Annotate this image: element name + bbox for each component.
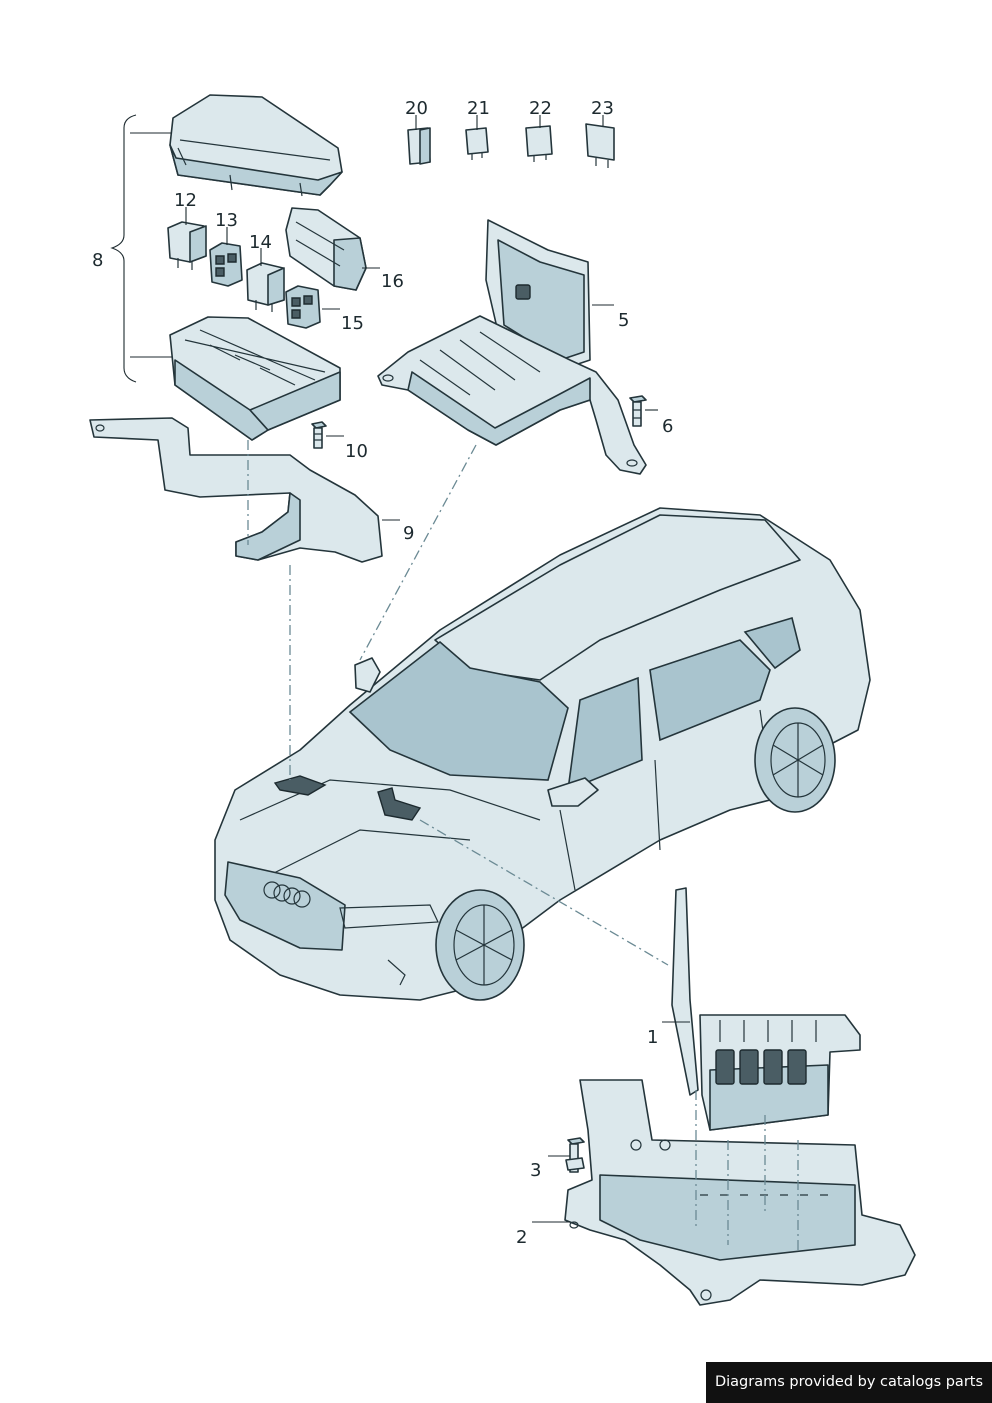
callout-23: 23	[591, 98, 614, 119]
rear-wheel	[754, 707, 836, 813]
callout-12: 12	[174, 190, 197, 211]
callout-13: 13	[215, 210, 238, 231]
relay-socket-13	[209, 242, 243, 287]
callout-14: 14	[249, 232, 272, 253]
fuse-box-cover	[169, 94, 343, 197]
tray-2	[564, 1079, 916, 1306]
footer-credit: Diagrams provided by catalogs parts	[706, 1362, 992, 1403]
relay-12	[167, 221, 207, 270]
car-illustration	[214, 507, 871, 1001]
fuse-box-housing	[169, 316, 341, 441]
callout-3: 3	[530, 1160, 541, 1181]
fuse-23	[585, 123, 615, 168]
callout-labels: 1 2 3 5 6 8 9 10 12 13 14 15 16 20 21 22…	[92, 98, 673, 1248]
callout-10: 10	[345, 441, 368, 462]
group-8-brace	[110, 114, 137, 383]
fuse-21	[465, 127, 489, 160]
fuse-20	[407, 127, 431, 165]
car-logo-rings	[263, 881, 311, 908]
callout-9: 9	[403, 523, 414, 544]
bracket-9	[89, 417, 383, 563]
fuse-box-5	[377, 219, 647, 475]
callout-2: 2	[516, 1227, 527, 1248]
fuse-22	[525, 125, 553, 162]
callout-8: 8	[92, 250, 103, 271]
bolt-6	[629, 395, 647, 427]
callout-1: 1	[647, 1027, 658, 1048]
callout-21: 21	[467, 98, 490, 119]
relay-14	[246, 262, 285, 312]
callout-20: 20	[405, 98, 428, 119]
callout-6: 6	[662, 416, 673, 437]
assembly-lines	[247, 440, 799, 1250]
leader-lines	[130, 115, 690, 1223]
relay-socket-15	[285, 285, 321, 329]
fuse-box-1	[671, 887, 861, 1131]
callout-15: 15	[341, 313, 364, 334]
callout-5: 5	[618, 310, 629, 331]
bolt-10	[311, 421, 327, 449]
front-wheel	[435, 889, 525, 1001]
callout-22: 22	[529, 98, 552, 119]
callout-16: 16	[381, 271, 404, 292]
fuse-holder-16	[285, 207, 367, 291]
bolt-3	[565, 1137, 585, 1173]
